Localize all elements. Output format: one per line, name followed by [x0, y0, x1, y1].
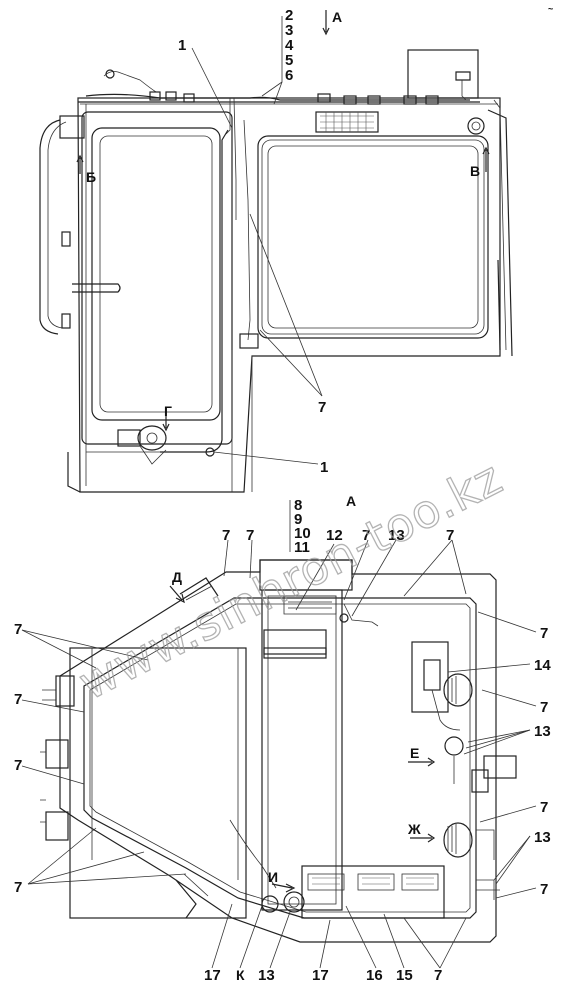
- fuse-block: [315, 111, 379, 133]
- door-panel: [81, 111, 233, 445]
- bottom-view-leaders: [21, 500, 537, 969]
- view-label-v: В: [470, 163, 480, 179]
- callout-7-l: 7: [14, 879, 22, 896]
- callout-16: 16: [366, 967, 383, 984]
- callout-7-g: 7: [540, 799, 548, 816]
- top-view-labels: 1 2 3 4 5 6 А Б В Г 7 1 ~: [86, 4, 553, 476]
- callout-10: 10: [294, 525, 311, 542]
- callout-15: 15: [396, 967, 413, 984]
- callout-7-m: 7: [434, 967, 442, 984]
- door-handle: [72, 283, 121, 293]
- callout-13-a: 13: [388, 527, 405, 544]
- view-label-i: И: [268, 869, 278, 885]
- callout-7-h: 7: [540, 881, 548, 898]
- callout-13-b: 13: [534, 723, 551, 740]
- callout-17-b: 17: [312, 967, 329, 984]
- callout-1: 1: [178, 37, 186, 54]
- side-window: [257, 135, 489, 339]
- callout-7-top: 7: [318, 399, 326, 416]
- callout-7-j: 7: [14, 691, 22, 708]
- bottom-view-labels: 8 9 10 11 А 12 7 7 7 13 7 Д 7 14 7 13 Е …: [14, 493, 551, 984]
- callout-11: 11: [294, 539, 310, 556]
- callout-13-c: 13: [534, 829, 551, 846]
- handrail: [39, 119, 61, 335]
- view-label-d: Д: [172, 569, 182, 585]
- callout-4: 4: [285, 37, 294, 54]
- callout-7-k: 7: [14, 757, 22, 774]
- view-label-a-top: А: [332, 9, 342, 25]
- callout-14: 14: [534, 657, 551, 674]
- callout-17-a: 17: [204, 967, 221, 984]
- callout-2: 2: [285, 7, 293, 24]
- callout-7-e: 7: [540, 625, 548, 642]
- callout-5: 5: [285, 52, 293, 69]
- fuse-module-block: [301, 865, 445, 919]
- corner-mark: ~: [548, 4, 553, 14]
- callout-1-bottom: 1: [320, 459, 328, 476]
- view-label-b: Б: [86, 169, 96, 185]
- top-block: [259, 559, 353, 591]
- connector-round: [444, 736, 464, 756]
- bottom-view-drawing: [40, 559, 517, 943]
- relay-panel: [411, 641, 449, 713]
- callout-9: 9: [294, 511, 302, 528]
- connector-k: [283, 891, 305, 913]
- watermark-text: www.sinhron-too.kz: [70, 450, 511, 710]
- top-view-leaders: [76, 10, 490, 465]
- front-window: [69, 647, 247, 919]
- callout-7-a: 7: [222, 527, 230, 544]
- callout-7-d: 7: [446, 527, 454, 544]
- wiper-motor-door: [117, 425, 167, 465]
- connector-plug-1: [443, 673, 473, 707]
- rear-column: [261, 589, 343, 911]
- callout-7-c: 7: [362, 527, 370, 544]
- callout-6: 6: [285, 67, 293, 84]
- callout-7-b: 7: [246, 527, 254, 544]
- callout-7-i: 7: [14, 621, 22, 638]
- roof-connectors: [149, 91, 439, 105]
- callout-7-f: 7: [540, 699, 548, 716]
- callout-3: 3: [285, 22, 293, 39]
- view-label-e: Е: [410, 745, 419, 761]
- connector-plug-2: [443, 822, 473, 858]
- cab-outline: [77, 97, 501, 493]
- view-label-g: Г: [164, 403, 172, 419]
- view-label-k: К: [236, 967, 245, 983]
- callout-13-d: 13: [258, 967, 275, 984]
- door-window: [91, 127, 221, 421]
- callout-8: 8: [294, 497, 302, 514]
- wiper-motor-right: [467, 117, 485, 135]
- callout-12: 12: [326, 527, 343, 544]
- view-label-zh: Ж: [407, 821, 421, 837]
- roof-box: [407, 49, 479, 99]
- top-view-drawing: [39, 49, 513, 493]
- view-label-a-bottom: А: [346, 493, 356, 509]
